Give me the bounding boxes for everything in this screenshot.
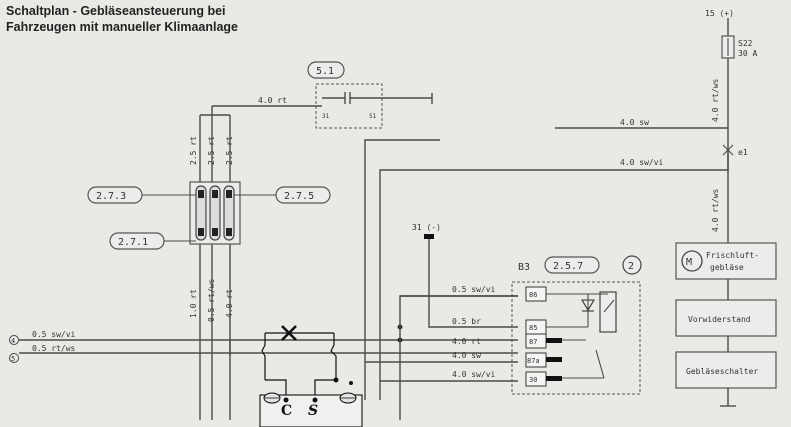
- ground-terminal: [424, 234, 434, 239]
- relay-wire-label-4: 4.0 sw: [452, 351, 481, 360]
- svg-text:87: 87: [529, 338, 537, 346]
- resistor-label: Vorwiderstand: [688, 315, 751, 324]
- relay-wire-label-5: 4.0 sw/vi: [452, 370, 496, 379]
- label-40-sw: 4.0 sw: [620, 118, 649, 127]
- svg-text:86: 86: [529, 291, 537, 299]
- series-resistor: [675, 299, 777, 337]
- bulb-icon: [263, 392, 281, 404]
- handwritten-s: S: [308, 403, 318, 419]
- fuse-rating: 30 A: [738, 49, 757, 58]
- relay-pin-85: 85: [525, 319, 547, 335]
- relay-pin-87a: 87a: [525, 352, 547, 368]
- label-feed-top: 4.0 rt/ws: [711, 78, 720, 122]
- motor-icon: M: [681, 250, 703, 272]
- label-v2: 2.5 rt: [207, 136, 216, 165]
- switch-5-1-box: [315, 83, 383, 129]
- left-connector-2: [9, 353, 19, 363]
- supply-label: 15 (+): [705, 9, 734, 18]
- ref-2-7-5-label: 2.7.5: [284, 191, 314, 202]
- relay-wire-label-3: 4.0 rt: [452, 337, 481, 346]
- left-connector-2-label: 5: [11, 355, 15, 363]
- switch-pin-51: 51: [369, 113, 377, 120]
- ref-circle-2: [622, 255, 642, 275]
- bulb-icon-2: [339, 381, 357, 404]
- blower-label-line2: gebläse: [710, 263, 744, 272]
- label-b2: 0.5 rt/ws: [207, 278, 216, 322]
- svg-text:85: 85: [529, 324, 537, 332]
- ref-2-5-7-label: 2.5.7: [553, 261, 583, 272]
- relay-pin-86: 86: [525, 286, 547, 302]
- label-40-rt: 4.0 rt: [258, 96, 287, 105]
- label-left2: 0.5 rt/ws: [32, 344, 76, 353]
- label-feed-mid: 4.0 rt/ws: [711, 188, 720, 232]
- diode-icon: [581, 299, 595, 312]
- relay-wire-label-2: 0.5 br: [452, 317, 481, 326]
- ref-circle-2-label: 2: [628, 261, 634, 272]
- svg-text:M: M: [686, 257, 692, 268]
- left-connector-1: [9, 335, 19, 345]
- relay-wire-label-1: 0.5 sw/vi: [452, 285, 496, 294]
- label-b1: 1.0 rt: [189, 289, 198, 318]
- ref-2-7-3-label: 2.7.3: [96, 191, 126, 202]
- diagram-title-line1: Schaltplan - Gebläseansteuerung bei: [6, 4, 226, 18]
- blower-switch: [675, 351, 777, 389]
- relay-pin-87: 87: [525, 333, 547, 349]
- relay-pin-30: 30: [525, 371, 547, 387]
- svg-text:30: 30: [529, 376, 537, 384]
- wire-40-swvi-run: [379, 150, 729, 400]
- wire-40-sw-run: [364, 139, 440, 400]
- label-left1: 0.5 sw/vi: [32, 330, 76, 339]
- splice-label: e1: [738, 148, 748, 157]
- switch-contacts-icon: [322, 92, 372, 104]
- svg-text:87a: 87a: [527, 357, 540, 365]
- ref-5-1: [307, 61, 345, 79]
- relay-contacts-icon: [546, 338, 605, 381]
- ref-2-7-1-label: 2.7.1: [118, 237, 148, 248]
- diagram-title-line2: Fahrzeugen mit manueller Klimaanlage: [6, 20, 239, 34]
- label-v3: 2.5 rt: [225, 136, 234, 165]
- label-40-swvi: 4.0 sw/vi: [620, 158, 664, 167]
- switch-label: Gebläseschalter: [686, 367, 758, 376]
- fuse-id: S22: [738, 39, 753, 48]
- ref-5-1-label: 5.1: [316, 66, 334, 77]
- handwritten-mark: X: [280, 320, 281, 322]
- left-connector-1-label: 4: [11, 337, 15, 345]
- ground-label: 31 (-): [412, 223, 441, 232]
- blower-label-line1: Frischluft-: [706, 251, 759, 260]
- relay-coil-icon: [546, 291, 617, 333]
- handwritten-c: C: [281, 403, 292, 419]
- label-v1: 2.5 rt: [189, 136, 198, 165]
- label-b3: 4.0 rt: [225, 289, 234, 318]
- ref-2-5-7: [544, 256, 600, 274]
- connector-pins-icon: [195, 185, 235, 241]
- switch-pin-31: 31: [322, 113, 330, 120]
- relay-label: B3: [518, 262, 530, 273]
